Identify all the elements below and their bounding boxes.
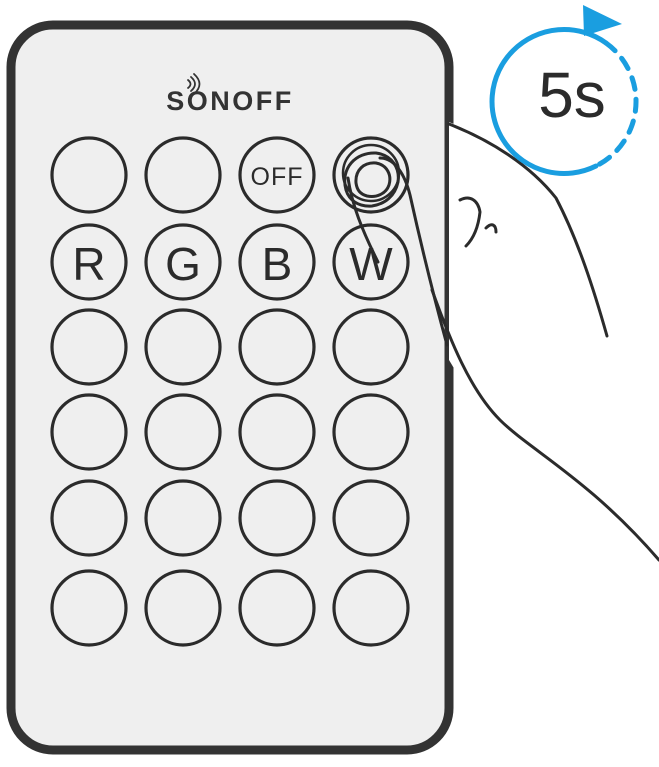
remote-button[interactable] [146,138,220,212]
remote-button[interactable] [334,310,408,384]
remote-button-circle[interactable] [334,571,408,645]
remote-button[interactable] [52,138,126,212]
remote-button-circle[interactable] [52,138,126,212]
remote-button[interactable] [334,571,408,645]
remote-button[interactable] [240,395,314,469]
remote-button[interactable] [52,395,126,469]
remote-button-circle[interactable] [240,310,314,384]
remote-button[interactable] [146,571,220,645]
remote-button-r[interactable]: R [52,225,126,299]
remote-button-circle[interactable] [146,481,220,555]
remote-button-circle[interactable] [240,571,314,645]
remote-button[interactable] [240,571,314,645]
remote-button-circle[interactable] [240,395,314,469]
remote-button-circle[interactable] [334,310,408,384]
remote-button[interactable] [334,395,408,469]
remote-button-circle[interactable] [334,481,408,555]
remote-button[interactable] [146,395,220,469]
remote-button[interactable] [52,310,126,384]
remote-button-b[interactable]: B [240,225,314,299]
remote-button-off[interactable]: OFF [240,138,314,212]
remote-button-label: G [165,238,201,290]
remote-button[interactable] [146,481,220,555]
remote-button-label: R [72,238,105,290]
remote-button-circle[interactable] [146,571,220,645]
remote-button-label: B [262,238,293,290]
remote-button-circle[interactable] [52,395,126,469]
remote-button[interactable] [146,310,220,384]
timer-label: 5s [538,59,606,131]
remote-button[interactable] [334,481,408,555]
remote-button[interactable] [52,571,126,645]
remote-button-circle[interactable] [334,395,408,469]
remote-button-circle[interactable] [146,138,220,212]
remote-button-circle[interactable] [52,310,126,384]
remote-button-circle[interactable] [146,310,220,384]
remote-button[interactable] [240,481,314,555]
remote-button-circle[interactable] [240,481,314,555]
remote-button-circle[interactable] [146,395,220,469]
timer-arrow-icon [583,5,622,36]
remote-button-w[interactable]: W [334,225,408,299]
timer-indicator: 5s [492,5,636,173]
remote-button[interactable] [240,310,314,384]
remote-button-label: OFF [251,163,304,191]
remote-button[interactable] [52,481,126,555]
brand-logo-text: SONOFF [166,86,294,116]
remote-button-g[interactable]: G [146,225,220,299]
remote-button-circle[interactable] [52,571,126,645]
remote-button-circle[interactable] [52,481,126,555]
